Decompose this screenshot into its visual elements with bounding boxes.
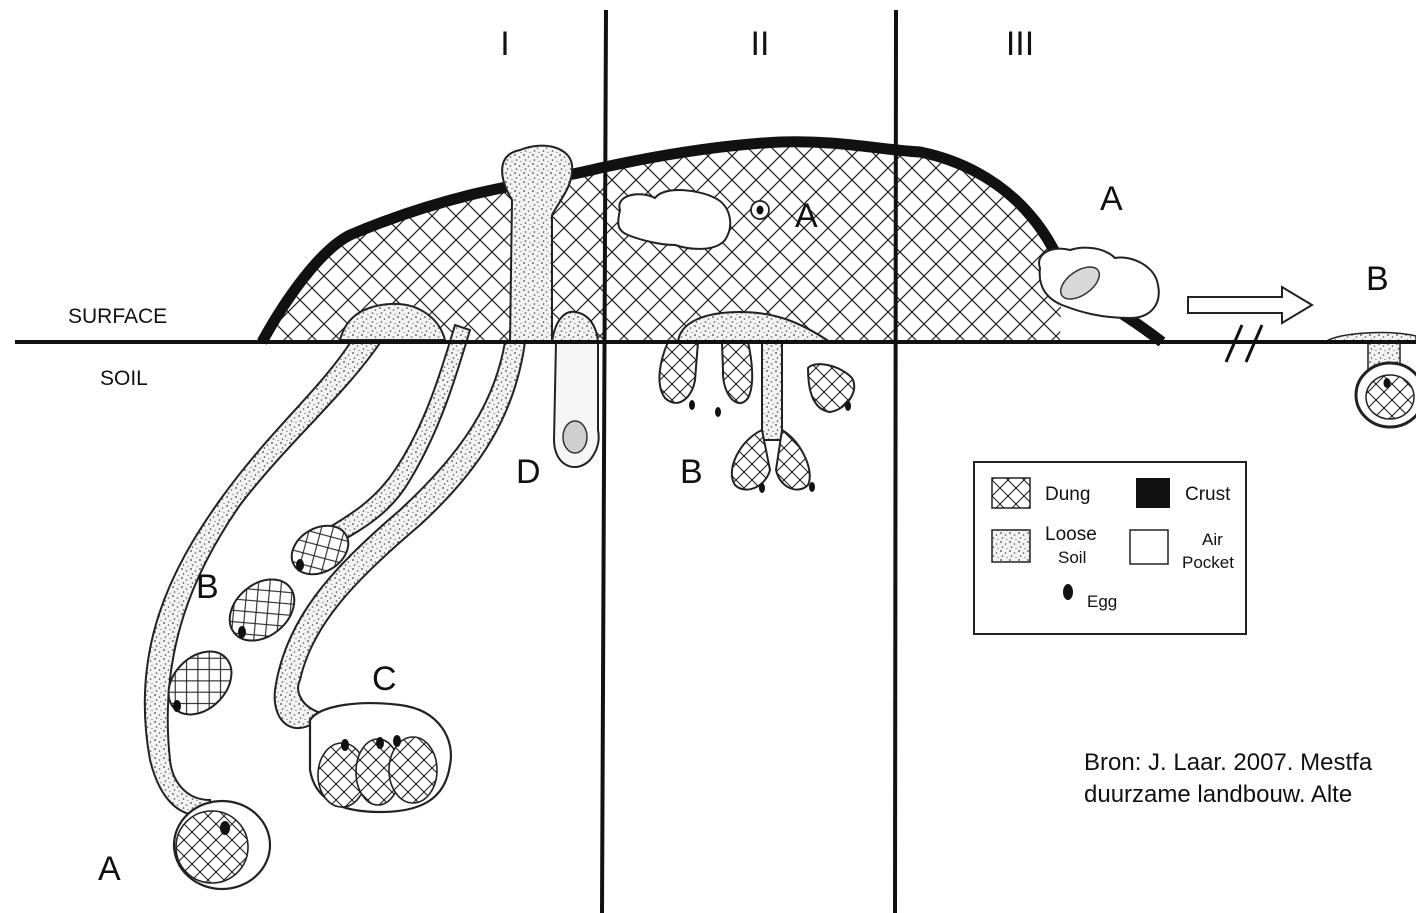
legend-loose-soil-label: Soil <box>1058 548 1086 567</box>
column-divider <box>895 10 896 913</box>
source-caption: Bron: J. Laar. 2007. Mestfa duurzame lan… <box>1084 747 1416 811</box>
brood-mass-b2 <box>722 342 752 403</box>
brood-mass-b2 <box>732 430 770 490</box>
caption-line: duurzame landbouw. Alte <box>1084 779 1416 811</box>
egg-icon <box>393 735 401 747</box>
label-a: A <box>1100 180 1123 218</box>
loose-soil-column <box>762 342 782 440</box>
egg-icon <box>296 559 304 571</box>
egg-icon <box>759 483 765 493</box>
column-header: I <box>500 25 509 63</box>
label-b: B <box>1366 260 1389 298</box>
column-header: III <box>1006 25 1034 63</box>
brood-mass-b2 <box>659 342 698 403</box>
egg-icon <box>715 407 721 417</box>
egg-icon <box>845 401 851 411</box>
legend-swatch-loose-soil <box>992 530 1030 562</box>
legend-crust-label: Crust <box>1185 484 1231 505</box>
legend-swatch-crust <box>1136 478 1170 508</box>
label-d: D <box>516 453 541 491</box>
egg-icon <box>809 482 815 492</box>
egg-icon <box>1384 378 1391 388</box>
legend-dung-label: Dung <box>1045 484 1090 505</box>
soil-label: SOIL <box>100 367 148 390</box>
egg-icon <box>238 626 246 638</box>
brood-ball-a-dung <box>176 811 248 883</box>
legend-swatch-air-pocket <box>1130 530 1168 564</box>
legend-air-pocket-label: Air <box>1202 530 1223 549</box>
egg-icon <box>341 739 349 751</box>
beetle-icon <box>563 421 587 453</box>
label-a: A <box>795 197 818 235</box>
legend-air-pocket-label: Pocket <box>1182 553 1234 572</box>
egg-icon <box>1063 584 1073 600</box>
brood-mass-c <box>389 737 437 803</box>
brood-mass-b2 <box>776 430 810 490</box>
label-b: B <box>196 568 219 606</box>
legend: Dung Crust Loose Soil Air Pocket Egg <box>974 462 1246 634</box>
egg-icon <box>173 700 181 712</box>
legend-loose-soil-label: Loose <box>1045 524 1097 545</box>
egg-icon <box>220 821 230 835</box>
legend-swatch-dung <box>992 478 1030 508</box>
egg-icon <box>689 400 695 410</box>
egg-icon <box>757 206 764 215</box>
legend-egg-label: Egg <box>1087 592 1117 611</box>
label-b: B <box>680 453 703 491</box>
label-c: C <box>372 660 397 698</box>
caption-line: Bron: J. Laar. 2007. Mestfa <box>1084 747 1416 779</box>
label-a: A <box>98 850 121 888</box>
arrow-icon <box>1188 287 1312 323</box>
column-header: II <box>751 25 770 63</box>
surface-label: SURFACE <box>68 305 167 328</box>
column-divider <box>602 10 606 913</box>
egg-icon <box>376 737 384 749</box>
